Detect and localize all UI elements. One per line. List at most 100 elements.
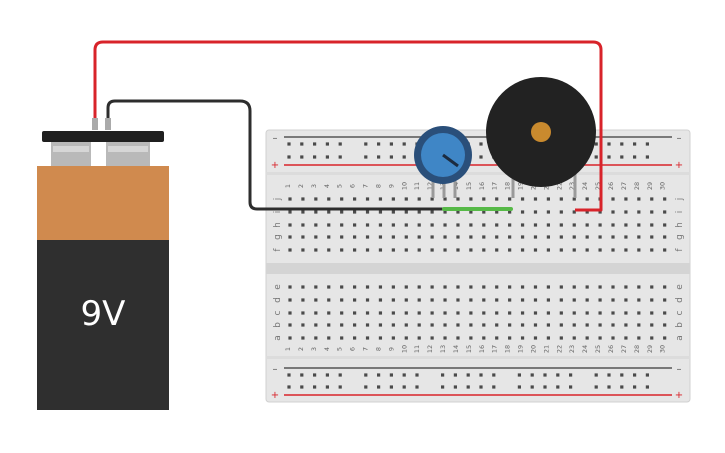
terminal-hole[interactable] bbox=[637, 323, 641, 327]
terminal-hole[interactable] bbox=[456, 210, 460, 214]
rail-hole[interactable] bbox=[364, 155, 368, 159]
rail-hole[interactable] bbox=[620, 142, 624, 146]
terminal-hole[interactable] bbox=[288, 311, 292, 315]
terminal-hole[interactable] bbox=[469, 210, 473, 214]
terminal-hole[interactable] bbox=[559, 197, 563, 201]
terminal-hole[interactable] bbox=[456, 323, 460, 327]
terminal-hole[interactable] bbox=[378, 298, 383, 302]
rail-hole[interactable] bbox=[453, 385, 457, 389]
terminal-hole[interactable] bbox=[508, 197, 512, 201]
terminal-hole[interactable] bbox=[314, 210, 318, 214]
terminal-hole[interactable] bbox=[443, 235, 447, 239]
breadboard[interactable]: ––++––++12345678910111213141516171819202… bbox=[265, 129, 691, 403]
terminal-hole[interactable] bbox=[572, 285, 576, 289]
rail-hole[interactable] bbox=[453, 373, 457, 377]
terminal-hole[interactable] bbox=[495, 210, 499, 214]
terminal-hole[interactable] bbox=[546, 248, 550, 252]
terminal-hole[interactable] bbox=[288, 248, 292, 252]
rail-hole[interactable] bbox=[633, 385, 637, 389]
terminal-hole[interactable] bbox=[391, 285, 395, 289]
terminal-hole[interactable] bbox=[314, 223, 318, 227]
rail-hole[interactable] bbox=[607, 385, 611, 389]
negative-wire[interactable] bbox=[106, 99, 444, 211]
terminal-hole[interactable] bbox=[443, 210, 447, 214]
terminal-hole[interactable] bbox=[533, 210, 538, 214]
terminal-hole[interactable] bbox=[301, 323, 305, 327]
terminal-hole[interactable] bbox=[353, 210, 357, 214]
terminal-hole[interactable] bbox=[391, 223, 395, 227]
terminal-hole[interactable] bbox=[559, 323, 563, 327]
terminal-hole[interactable] bbox=[520, 223, 525, 227]
rail-hole[interactable] bbox=[300, 385, 304, 389]
rail-hole[interactable] bbox=[377, 373, 381, 377]
terminal-hole[interactable] bbox=[495, 248, 499, 252]
terminal-hole[interactable] bbox=[314, 336, 318, 340]
terminal-hole[interactable] bbox=[443, 197, 447, 201]
terminal-hole[interactable] bbox=[611, 311, 615, 315]
terminal-hole[interactable] bbox=[353, 285, 357, 289]
rail-hole[interactable] bbox=[517, 373, 521, 377]
terminal-hole[interactable] bbox=[340, 210, 344, 214]
rail-hole[interactable] bbox=[402, 373, 406, 377]
terminal-hole[interactable] bbox=[637, 248, 641, 252]
terminal-hole[interactable] bbox=[365, 223, 370, 227]
terminal-hole[interactable] bbox=[443, 248, 447, 252]
terminal-hole[interactable] bbox=[365, 210, 370, 214]
terminal-hole[interactable] bbox=[378, 210, 383, 214]
terminal-hole[interactable] bbox=[572, 248, 576, 252]
terminal-hole[interactable] bbox=[378, 336, 383, 340]
battery-9v[interactable]: 9V bbox=[37, 131, 169, 410]
rail-hole[interactable] bbox=[556, 373, 560, 377]
terminal-hole[interactable] bbox=[288, 298, 292, 302]
terminal-hole[interactable] bbox=[417, 248, 421, 252]
terminal-hole[interactable] bbox=[365, 248, 370, 252]
terminal-hole[interactable] bbox=[495, 336, 499, 340]
terminal-hole[interactable] bbox=[637, 197, 641, 201]
rail-hole[interactable] bbox=[389, 155, 393, 159]
rail-hole[interactable] bbox=[645, 373, 649, 377]
terminal-hole[interactable] bbox=[353, 336, 357, 340]
terminal-hole[interactable] bbox=[637, 223, 641, 227]
terminal-hole[interactable] bbox=[637, 210, 641, 214]
terminal-hole[interactable] bbox=[508, 311, 512, 315]
terminal-hole[interactable] bbox=[624, 248, 628, 252]
rail-hole[interactable] bbox=[492, 373, 496, 377]
terminal-hole[interactable] bbox=[353, 223, 357, 227]
rail-hole[interactable] bbox=[479, 155, 483, 159]
piezo-buzzer-icon[interactable] bbox=[486, 77, 596, 198]
terminal-hole[interactable] bbox=[301, 298, 305, 302]
terminal-hole[interactable] bbox=[378, 323, 383, 327]
terminal-hole[interactable] bbox=[624, 197, 628, 201]
terminal-hole[interactable] bbox=[340, 311, 344, 315]
terminal-hole[interactable] bbox=[508, 298, 512, 302]
terminal-hole[interactable] bbox=[663, 298, 667, 302]
terminal-hole[interactable] bbox=[650, 248, 654, 252]
terminal-hole[interactable] bbox=[520, 298, 525, 302]
terminal-hole[interactable] bbox=[546, 311, 550, 315]
terminal-hole[interactable] bbox=[365, 285, 370, 289]
terminal-hole[interactable] bbox=[495, 285, 499, 289]
terminal-hole[interactable] bbox=[314, 285, 318, 289]
terminal-hole[interactable] bbox=[288, 336, 292, 340]
terminal-hole[interactable] bbox=[301, 248, 305, 252]
rail-hole[interactable] bbox=[594, 373, 598, 377]
terminal-hole[interactable] bbox=[598, 323, 602, 327]
terminal-hole[interactable] bbox=[288, 323, 292, 327]
terminal-hole[interactable] bbox=[340, 248, 344, 252]
terminal-hole[interactable] bbox=[301, 336, 305, 340]
rail-hole[interactable] bbox=[543, 373, 547, 377]
terminal-hole[interactable] bbox=[533, 223, 538, 227]
rail-hole[interactable] bbox=[300, 142, 304, 146]
rail-hole[interactable] bbox=[338, 373, 342, 377]
terminal-hole[interactable] bbox=[417, 235, 421, 239]
rail-hole[interactable] bbox=[377, 385, 381, 389]
terminal-hole[interactable] bbox=[508, 248, 512, 252]
terminal-hole[interactable] bbox=[404, 235, 408, 239]
rail-hole[interactable] bbox=[441, 385, 445, 389]
terminal-hole[interactable] bbox=[365, 323, 370, 327]
terminal-hole[interactable] bbox=[469, 285, 473, 289]
terminal-hole[interactable] bbox=[611, 223, 615, 227]
terminal-hole[interactable] bbox=[559, 235, 563, 239]
terminal-hole[interactable] bbox=[650, 235, 654, 239]
terminal-hole[interactable] bbox=[327, 223, 331, 227]
